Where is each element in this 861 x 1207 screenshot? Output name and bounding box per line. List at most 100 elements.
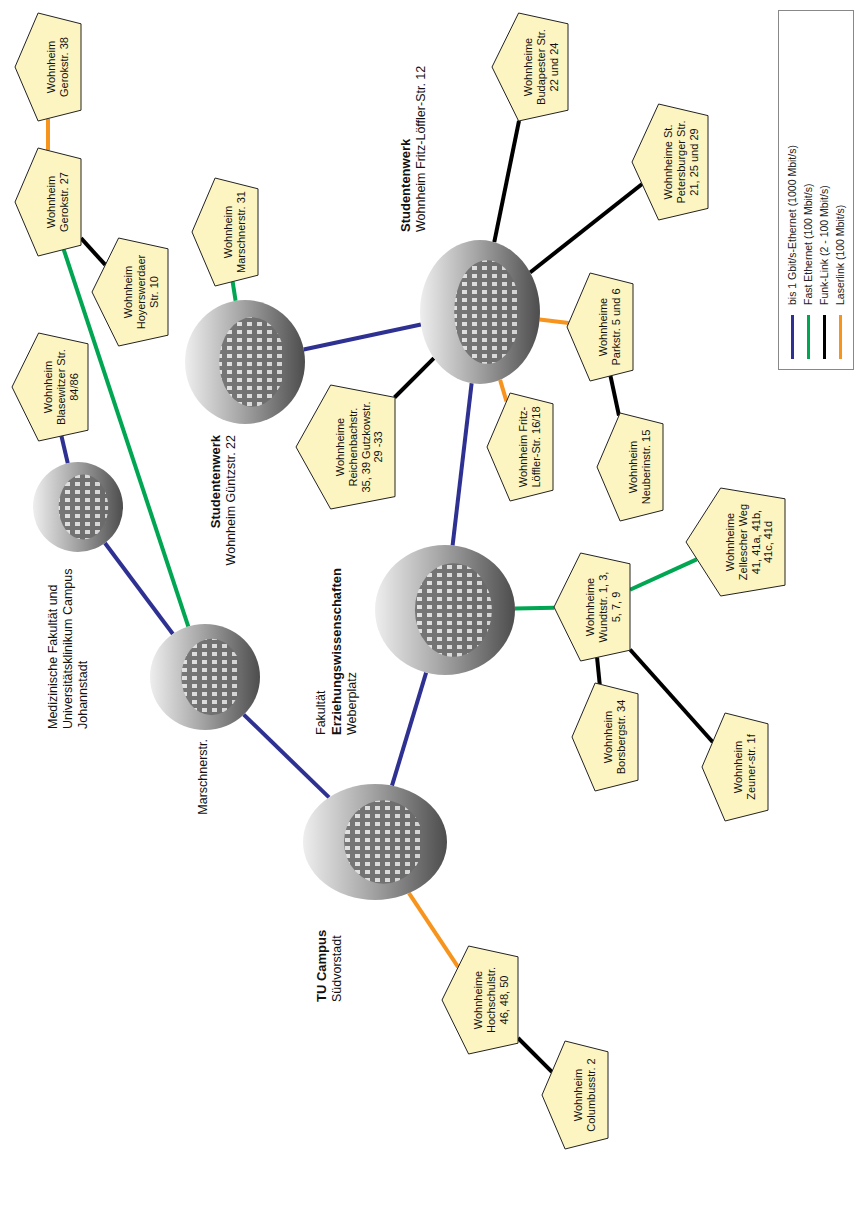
- photo-building: [219, 317, 285, 406]
- dorm-name: Wohnheime Hochschulstr. 46, 48, 50: [472, 959, 510, 1041]
- dorm-name: Wohnheime St. Petersburger Str. 21, 25 u…: [662, 118, 700, 206]
- photo-ground: [33, 462, 123, 552]
- site-name: Südvorstadt: [330, 906, 345, 1002]
- photo-ellipse: [150, 624, 260, 730]
- dorm-name: Wohnheime Reichenbachstr. 35, 39 Gutzkow…: [334, 400, 385, 494]
- legend-text: bis 1 Gbit/s-Ethernet (1000 Mbit/s): [786, 145, 798, 305]
- site-name: Marschnerstr.: [196, 739, 211, 827]
- site-name: Wohnheim Güntzstr. 22: [224, 435, 239, 585]
- photo-ellipse: [375, 545, 515, 675]
- site-heading: TU Campus: [314, 906, 330, 1002]
- photo-building: [181, 639, 242, 715]
- pentagon-shape: [597, 413, 663, 521]
- legend-swatch: [791, 315, 794, 359]
- legend-row: Funk-Link (2 - 100 Mbit/s): [816, 21, 832, 359]
- dorm-pentagon: Wohnheime St. Petersburger Str. 21, 25 u…: [632, 104, 708, 220]
- network-link: [105, 543, 173, 634]
- network-link: [392, 673, 426, 786]
- network-link: [453, 383, 472, 545]
- legend-text: Laserlink (100 Mbit/s): [834, 205, 846, 305]
- dorm-label: Wohnheim Marschnerstr. 31: [222, 191, 247, 273]
- site-name: Wohnheim Fritz-Löffler-Str. 12: [414, 22, 429, 232]
- dorm-label: Wohnheime Wundtstr. 1, 3, 5, 7, 9: [584, 566, 622, 648]
- pentagon-shape: [92, 238, 168, 346]
- pentagon-shape: [542, 1041, 608, 1149]
- site-photo: Marschnerstr.: [150, 624, 260, 730]
- photo-ground: [185, 300, 305, 424]
- site-label: FakultätErziehungswissenschaftenWeberpla…: [314, 540, 360, 735]
- network-link: [597, 657, 600, 684]
- site-photo: StudentenwerkWohnheim Güntzstr. 22: [185, 300, 305, 424]
- dorm-pentagon: Wohnheim Gerokstr. 27: [15, 148, 81, 256]
- network-link: [630, 559, 697, 589]
- dorm-name: Wohnheim Borsbergstr. 34: [602, 696, 627, 778]
- legend-row: Fast Ethernet (100 Mbit/s): [800, 21, 816, 359]
- dorm-name: Wohnheim Zeuner-str. 1f: [732, 726, 757, 808]
- dorm-label: Wohnheim Borsbergstr. 34: [602, 696, 627, 778]
- legend-swatch: [839, 315, 842, 359]
- photo-ellipse: [420, 240, 540, 384]
- dorm-label: Wohnheime Reichenbachstr. 35, 39 Gutzkow…: [334, 400, 385, 494]
- photo-building: [415, 563, 492, 657]
- network-link: [46, 119, 50, 151]
- network-link: [64, 250, 189, 627]
- photo-building: [59, 475, 109, 540]
- network-link: [530, 184, 642, 272]
- network-link: [500, 380, 506, 402]
- site-label: StudentenwerkWohnheim Güntzstr. 22: [208, 435, 239, 585]
- dorm-name: Wohnheim Hoyerswerdaer Str. 10: [122, 251, 160, 333]
- dorm-label: Wohnheim Fritz-Löffler-Str. 16/18: [517, 406, 542, 488]
- photo-building: [344, 800, 423, 884]
- pentagon-shape: [572, 683, 638, 791]
- photo-ground: [420, 240, 540, 384]
- network-link: [395, 358, 434, 397]
- dorm-name: Wohnheim Fritz-Löffler-Str. 16/18: [517, 406, 542, 488]
- legend-swatch: [823, 315, 826, 359]
- legend-text: Funk-Link (2 - 100 Mbit/s): [818, 185, 830, 305]
- network-link: [233, 282, 236, 301]
- dorm-name: Wohnheime Budapester Str. 22 und 24: [522, 26, 560, 108]
- network-link: [61, 436, 67, 463]
- dorm-pentagon: Wohnheime Zellescher Weg 41, 41a, 41b, 4…: [686, 488, 785, 596]
- dorm-pentagon: Wohnheim Blasewitzer Str. 84/86: [12, 333, 88, 441]
- photo-ellipse: [303, 784, 447, 900]
- site-photo: StudentenwerkWohnheim Fritz-Löffler-Str.…: [420, 240, 540, 384]
- pentagon-shape: [686, 488, 785, 596]
- dorm-label: Wohnheim Neuberinstr. 15: [627, 426, 652, 508]
- dorm-name: Wohnheim Neuberinstr. 15: [627, 426, 652, 508]
- photo-ground: [303, 784, 447, 900]
- dorm-pentagon: Wohnheime Budapester Str. 22 und 24: [492, 13, 568, 121]
- network-link: [304, 325, 421, 350]
- dorm-label: Wohnheim Zeuner-str. 1f: [732, 726, 757, 808]
- pentagon-shape: [554, 553, 630, 661]
- site-heading: Erziehungswissenschaften: [329, 540, 345, 735]
- site-label: StudentenwerkWohnheim Fritz-Löffler-Str.…: [398, 22, 429, 232]
- dorm-name: Wohnheim Marschnerstr. 31: [222, 191, 247, 273]
- dorm-pentagon: Wohnheim Columbusstr. 2: [542, 1041, 608, 1149]
- pentagon-shape: [442, 946, 518, 1054]
- site-name: Weberplatz: [345, 540, 360, 735]
- photo-ellipse: [33, 462, 123, 552]
- dorm-label: Wohnheime Zellescher Weg 41, 41a, 41b, 4…: [724, 501, 775, 583]
- pentagon-shape: [492, 13, 568, 121]
- dorm-pentagon: Wohnheim Zeuner-str. 1f: [702, 713, 768, 821]
- dorm-label: Wohnheime Budapester Str. 22 und 24: [522, 26, 560, 108]
- pentagon-shape: [632, 104, 708, 220]
- dorm-name: Wohnheime Wundtstr. 1, 3, 5, 7, 9: [584, 566, 622, 648]
- site-heading: Studentenwerk: [208, 435, 224, 585]
- dorm-label: Wohnheim Gerokstr. 38: [45, 26, 70, 108]
- network-link: [81, 238, 105, 265]
- photo-ellipse: [185, 300, 305, 424]
- dorm-pentagon: Wohnheim Borsbergstr. 34: [572, 683, 638, 791]
- dorm-pentagon: Wohnheime Hochschulstr. 46, 48, 50: [442, 946, 518, 1054]
- dorm-label: Wohnheim Gerokstr. 27: [45, 161, 70, 243]
- legend-row: Laserlink (100 Mbit/s): [832, 21, 848, 359]
- dorm-pentagon: Wohnheime Parkstr. 5 und 6: [567, 273, 633, 381]
- site-label: TU CampusSüdvorstadt: [314, 906, 345, 1002]
- dorm-label: Wohnheim Hoyerswerdaer Str. 10: [122, 251, 160, 333]
- site-label: Marschnerstr.: [196, 739, 211, 827]
- dorm-pentagon: Wohnheim Marschnerstr. 31: [192, 178, 258, 286]
- dorm-label: Wohnheime Parkstr. 5 und 6: [597, 286, 622, 368]
- dorm-name: Wohnheime Parkstr. 5 und 6: [597, 286, 622, 368]
